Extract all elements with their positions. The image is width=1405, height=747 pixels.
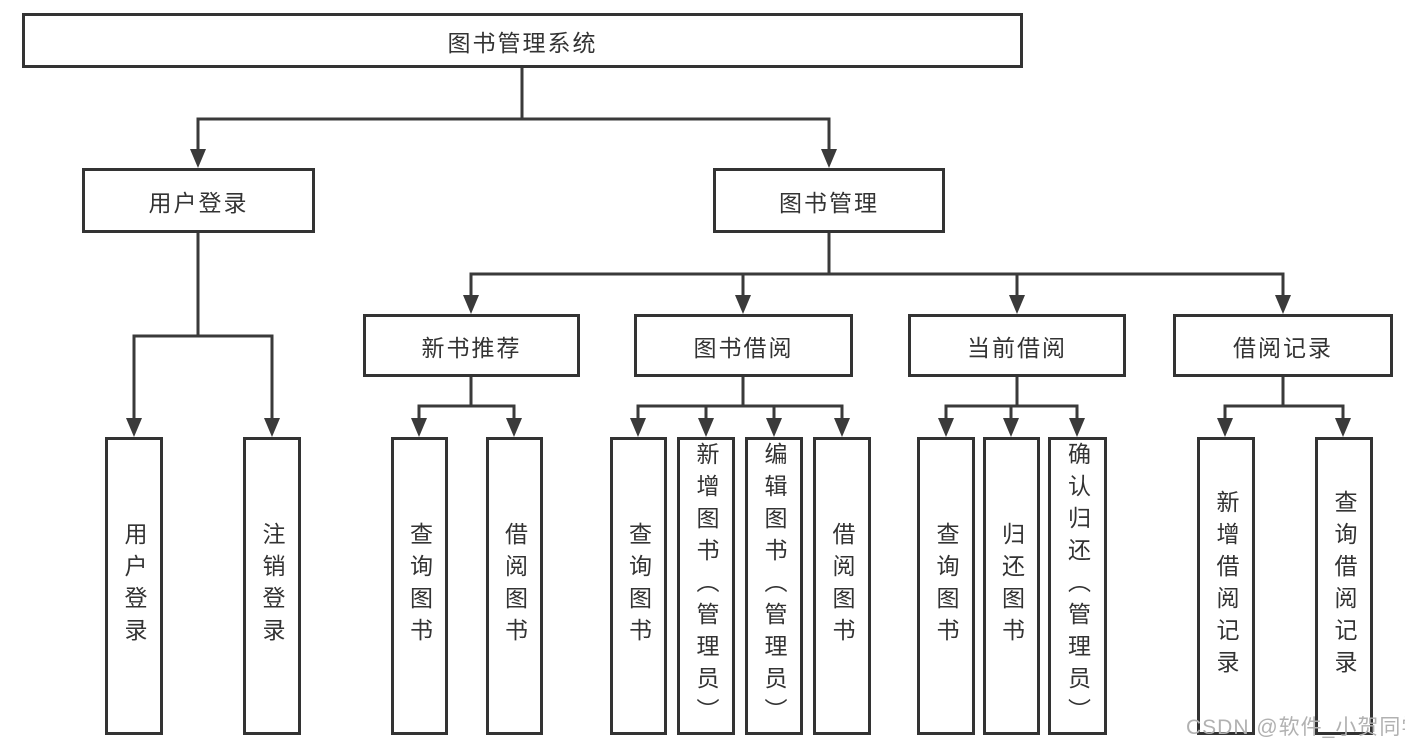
leaf-query-borrow-record: 查询借阅记录 — [1315, 437, 1373, 735]
arrowhead-icon — [834, 418, 850, 437]
arrowhead-icon — [1275, 295, 1291, 314]
leaf-borrow-books-2: 借阅图书 — [813, 437, 871, 735]
edge-root-to-level2 — [190, 68, 837, 168]
arrowhead-icon — [411, 418, 427, 437]
leaf-user-login: 用户登录 — [105, 437, 163, 735]
node-borrowing-records: 借阅记录 — [1173, 314, 1393, 377]
arrowhead-icon — [821, 149, 837, 168]
leaf-borrow-books-1-label: 借阅图书 — [501, 522, 528, 650]
csdn-watermark: CSDN @软件_小贺同学 — [1186, 716, 1405, 739]
node-borrowing-records-label: 借阅记录 — [1233, 334, 1333, 361]
leaf-add-books-admin-label: 新增图书（管理员） — [693, 442, 719, 730]
leaf-query-books-2: 查询图书 — [610, 437, 667, 735]
leaf-confirm-return-admin-label: 确认归还（管理员） — [1064, 442, 1091, 730]
node-book-management-label: 图书管理 — [779, 189, 879, 216]
leaf-edit-books-admin: 编辑图书（管理员） — [745, 437, 803, 735]
arrowhead-icon — [630, 418, 646, 437]
leaf-borrow-books-2-label: 借阅图书 — [829, 522, 855, 650]
node-current-borrowing-label: 当前借阅 — [967, 334, 1067, 361]
node-library-management-system-label: 图书管理系统 — [447, 29, 598, 56]
arrowhead-icon — [1335, 418, 1351, 437]
arrowhead-icon — [735, 295, 751, 314]
leaf-logout-label: 注销登录 — [259, 522, 285, 650]
node-new-book-recommend: 新书推荐 — [363, 314, 580, 377]
edge-book-management-to-level3 — [463, 233, 1291, 314]
leaf-add-borrow-record-label: 新增借阅记录 — [1213, 490, 1239, 682]
node-book-management: 图书管理 — [713, 168, 945, 233]
edge-current-borrow-to-children — [938, 377, 1085, 437]
arrowhead-icon — [190, 149, 206, 168]
leaf-query-books-3-label: 查询图书 — [933, 522, 959, 650]
arrowhead-icon — [1009, 295, 1025, 314]
arrowhead-icon — [264, 418, 280, 437]
leaf-logout: 注销登录 — [243, 437, 301, 735]
leaf-return-books-label: 归还图书 — [998, 522, 1025, 650]
node-user-login: 用户登录 — [82, 168, 315, 233]
node-user-login-label: 用户登录 — [148, 189, 249, 216]
node-new-book-recommend-label: 新书推荐 — [421, 334, 522, 361]
edge-new-book-to-children — [411, 377, 522, 437]
arrowhead-icon — [938, 418, 954, 437]
node-library-management-system: 图书管理系统 — [22, 13, 1023, 68]
leaf-query-books-3: 查询图书 — [917, 437, 975, 735]
arrowhead-icon — [506, 418, 522, 437]
arrowhead-icon — [126, 418, 142, 437]
leaf-user-login-label: 用户登录 — [121, 522, 147, 650]
edge-borrow-records-to-children — [1217, 377, 1351, 437]
arrowhead-icon — [1069, 418, 1085, 437]
leaf-query-books-2-label: 查询图书 — [625, 522, 652, 650]
leaf-query-books-1: 查询图书 — [391, 437, 448, 735]
leaf-borrow-books-1: 借阅图书 — [486, 437, 543, 735]
leaf-add-borrow-record: 新增借阅记录 — [1197, 437, 1255, 735]
node-book-borrowing: 图书借阅 — [634, 314, 853, 377]
edge-book-borrow-to-children — [630, 377, 850, 437]
arrowhead-icon — [1003, 418, 1019, 437]
leaf-add-books-admin: 新增图书（管理员） — [677, 437, 735, 735]
edge-user-login-to-children — [126, 233, 280, 437]
leaf-edit-books-admin-label: 编辑图书（管理员） — [761, 442, 787, 730]
arrowhead-icon — [1217, 418, 1233, 437]
node-current-borrowing: 当前借阅 — [908, 314, 1126, 377]
leaf-confirm-return-admin: 确认归还（管理员） — [1048, 437, 1107, 735]
leaf-return-books: 归还图书 — [983, 437, 1040, 735]
arrowhead-icon — [766, 418, 782, 437]
leaf-query-books-1-label: 查询图书 — [406, 522, 433, 650]
arrowhead-icon — [698, 418, 714, 437]
leaf-query-borrow-record-label: 查询借阅记录 — [1331, 490, 1357, 682]
arrowhead-icon — [463, 295, 479, 314]
node-book-borrowing-label: 图书借阅 — [693, 334, 794, 361]
